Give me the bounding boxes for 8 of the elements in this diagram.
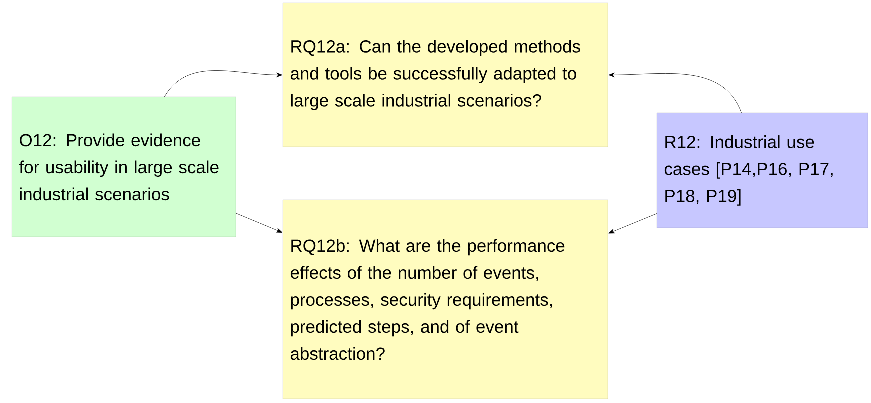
text-box: O12: Provide evidence for usability in large scale industrial scenarios <box>12 97 236 238</box>
arrow <box>164 70 283 98</box>
arrow <box>608 214 658 234</box>
arrow <box>608 72 742 114</box>
text-box: RQ12b: What are the performance effects of the number of events, processes, security requirements, predicted steps, and of event abstraction? <box>283 200 608 400</box>
text-box: RQ12a: Can the developed methods and tools be successfully adapted to large scale industrial scenarios? <box>283 3 608 148</box>
text-box: R12: Industrial use cases [P14,P16, P17, P18, P19] <box>657 113 868 228</box>
arrow <box>236 213 283 233</box>
